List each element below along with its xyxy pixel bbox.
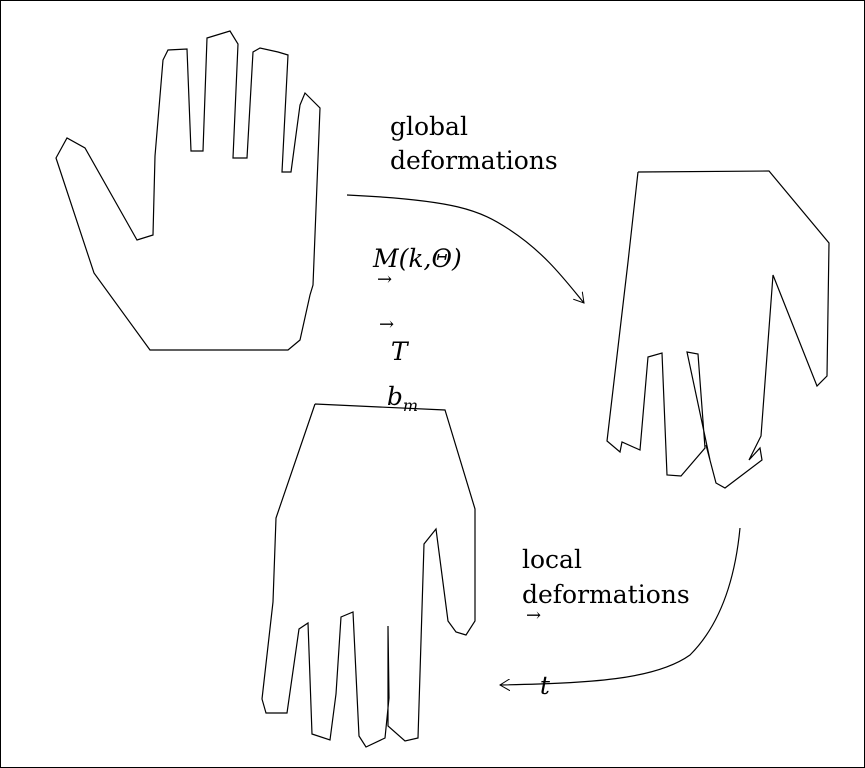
hand-original-outline — [55, 30, 321, 351]
hand-local-outline — [261, 403, 476, 748]
global-param-M: M(k,Θ) — [373, 244, 462, 273]
hand-original — [55, 30, 321, 351]
hand-local-deformed — [261, 403, 476, 748]
global-deformations-label-line2: deformations — [390, 146, 558, 175]
vector-arrow-T: → — [377, 269, 393, 290]
global-param-b: → bm — [371, 314, 419, 421]
vector-arrow-t: → — [526, 605, 542, 626]
vector-arrow-b: → — [379, 314, 395, 335]
local-deformations-label-line2: deformations — [522, 580, 690, 609]
arrow-local — [500, 527, 741, 685]
hand-global-outline — [606, 170, 830, 489]
hand-global-deformed — [606, 170, 830, 489]
arrow-global — [346, 194, 584, 303]
global-param-T: → T — [375, 269, 408, 367]
global-param-T-text: T — [390, 337, 408, 366]
global-param-b-subscript: m — [402, 396, 419, 415]
local-deformations-label-line1: local — [522, 545, 582, 574]
local-param-t: → t — [524, 605, 550, 701]
local-param-t-text: t — [539, 671, 550, 700]
global-deformations-label-line1: global — [390, 112, 468, 141]
global-param-b-text: b — [386, 382, 403, 411]
